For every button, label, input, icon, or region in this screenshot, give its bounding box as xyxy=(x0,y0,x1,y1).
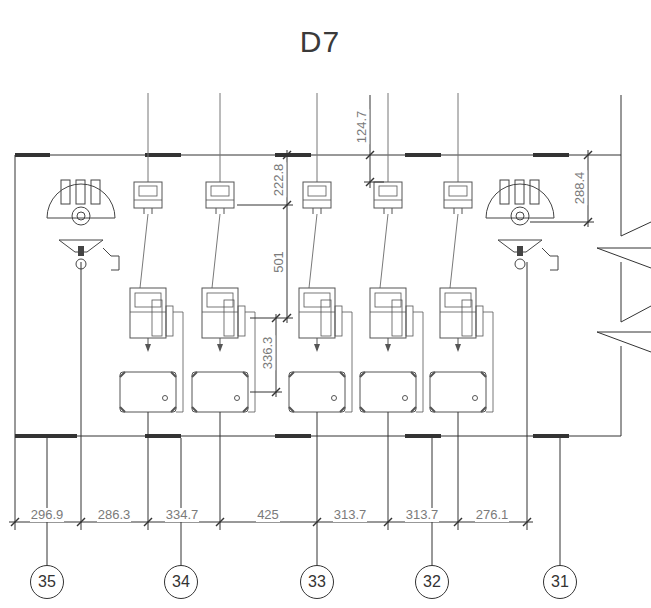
dimension-value: 296.9 xyxy=(30,508,65,522)
dimension-value: 501 xyxy=(272,250,286,274)
grid-bubble: 35 xyxy=(30,565,64,599)
dimension-value: 222.8 xyxy=(272,163,286,198)
dimension-value: 336.3 xyxy=(261,336,275,371)
dimension-value: 276.1 xyxy=(475,508,510,522)
dimension-value: 334.7 xyxy=(165,508,200,522)
grid-number: 33 xyxy=(308,573,326,591)
dimension-value: 425 xyxy=(256,508,280,522)
grid-bubble: 32 xyxy=(415,565,449,599)
grid-bubble: 31 xyxy=(543,565,577,599)
grid-bubble: 34 xyxy=(164,565,198,599)
dimension-value: 313.7 xyxy=(333,508,368,522)
grid-number: 31 xyxy=(551,573,569,591)
grid-number: 32 xyxy=(423,573,441,591)
drawing-title: D7 xyxy=(300,25,340,59)
dimension-value: 286.3 xyxy=(97,508,132,522)
dimension-value: 313.7 xyxy=(405,508,440,522)
dimension-value: 124.7 xyxy=(355,110,369,145)
grid-number: 35 xyxy=(38,573,56,591)
dimension-value: 288.4 xyxy=(573,171,587,206)
grid-number: 34 xyxy=(172,573,190,591)
grid-bubble: 33 xyxy=(300,565,334,599)
